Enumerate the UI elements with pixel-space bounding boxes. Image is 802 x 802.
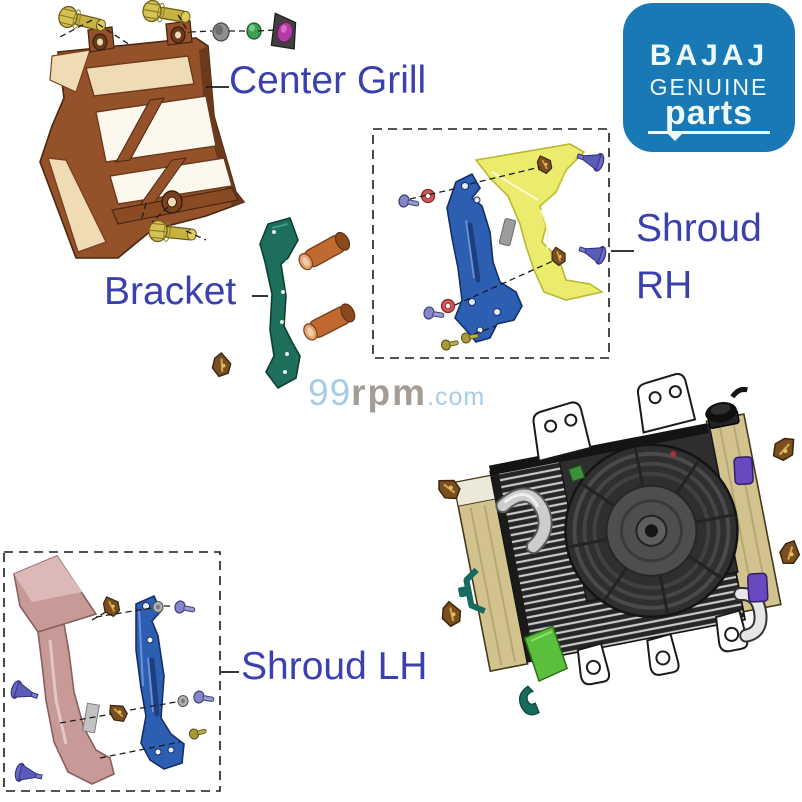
label-shroud-rh-line1: Shroud	[636, 207, 762, 250]
grommet-cap-gray	[212, 22, 230, 42]
grommet-magenta	[270, 12, 297, 50]
nut-gray	[177, 694, 189, 708]
watermark-prefix: 99	[308, 372, 352, 413]
bottom-mount-tab	[576, 642, 611, 686]
bracket-part	[259, 217, 301, 390]
wing-bolt-blue	[13, 761, 45, 787]
wing-bolt-blue	[8, 678, 41, 706]
shroud-lh-dashed-border	[3, 551, 221, 792]
rh-leader-dashes	[409, 166, 554, 335]
screw-purple	[192, 689, 216, 707]
push-clip	[773, 537, 802, 570]
bottom-mount-tab	[646, 632, 680, 676]
push-clip	[436, 599, 467, 630]
screw-olive	[440, 336, 460, 352]
logo-underline-arrow	[648, 130, 770, 141]
washer-red	[440, 298, 456, 314]
shroud-rh-dashed-border	[372, 128, 610, 359]
cooling-fan	[564, 443, 739, 619]
shroud-rh-yellow-part	[474, 143, 605, 301]
shroud-rh-box	[372, 128, 610, 359]
shoulder-bolt-orange	[298, 231, 351, 271]
label-shroud-rh: Shroud RH	[636, 201, 762, 314]
screw-purple	[397, 193, 421, 211]
screw-purple	[173, 599, 197, 617]
watermark-suffix: .com	[427, 383, 486, 411]
nut-gray	[152, 600, 164, 614]
top-mount-bracket	[532, 401, 592, 463]
rubber-mount-purple	[733, 456, 754, 486]
rubber-mount-purple	[746, 572, 769, 603]
shroud-lh-box	[3, 551, 221, 792]
screw-olive	[187, 725, 208, 741]
side-handle-teal	[458, 567, 486, 614]
spacer-gray	[498, 218, 517, 247]
watermark-99rpm: 99rpm.com	[308, 372, 485, 414]
radiator-assembly	[452, 372, 782, 716]
shroud-lh-blue-bracket	[135, 594, 185, 770]
label-shroud-rh-line2: RH	[636, 263, 693, 307]
label-bracket: Bracket	[104, 270, 237, 313]
lh-leader-dashes	[59, 605, 181, 759]
drain-plug-green	[567, 464, 586, 483]
push-clip	[107, 701, 130, 725]
watermark-mid: rpm	[351, 372, 428, 413]
push-clip	[769, 435, 798, 463]
label-shroud-lh: Shroud LH	[241, 645, 428, 688]
grill-leader-dashes	[57, 14, 276, 241]
filler-cap	[705, 386, 748, 429]
shroud-lh-pink-part	[13, 555, 115, 785]
drain-hook-teal	[518, 685, 540, 716]
logo-parts-text: parts	[664, 94, 754, 132]
top-mount-bracket	[636, 372, 697, 434]
bajaj-genuine-parts-logo: BAJAJ GENUINE parts	[623, 3, 795, 152]
logo-brand-text: BAJAJ	[649, 39, 769, 72]
shoulder-bolt-orange	[303, 303, 356, 341]
push-clip	[206, 350, 237, 381]
sensor-dot-red	[670, 451, 677, 458]
wing-bolt-blue	[576, 239, 609, 266]
center-grill-part	[39, 20, 246, 259]
inlet-hose-silver	[495, 487, 553, 555]
label-center-grill: Center Grill	[229, 59, 427, 102]
logo-genuine-text: GENUINE	[649, 74, 769, 100]
